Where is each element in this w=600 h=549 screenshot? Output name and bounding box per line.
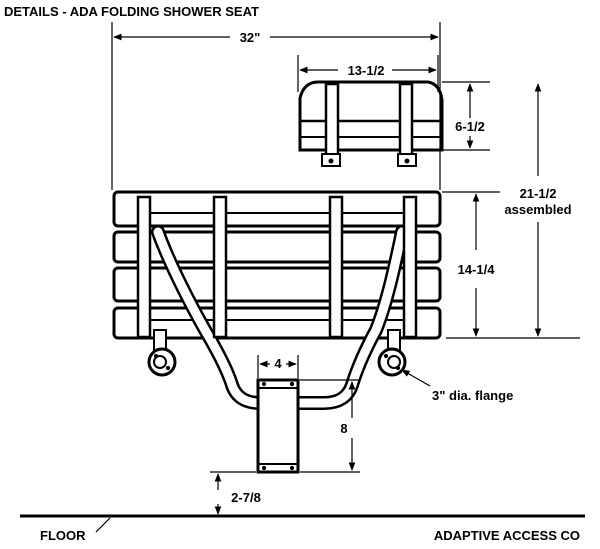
folded-width-label: 13-1/2 [348,63,385,78]
assembled-height-label: 21-1/2 [520,186,557,201]
overall-width-label: 32" [240,30,261,45]
overall-width-dimension [111,22,441,190]
seat-strap [402,195,418,339]
assembled-seat-view [112,190,442,474]
company-label: ADAPTIVE ACCESS CO [434,528,580,543]
seat-slat [112,266,442,303]
seat-strap [212,195,228,339]
support-leg-foot [256,378,300,474]
flange-callout-label: 3" dia. flange [432,388,513,403]
folded-height-dimension [440,81,490,151]
floor-clearance-dimension [210,471,256,515]
leg-height-label: 8 [340,421,347,436]
leg-width-label: 4 [274,356,282,371]
left-flange [147,329,177,377]
seat-slat [112,190,442,228]
seat-slat [112,230,442,264]
right-flange [377,329,407,377]
folded-height-label: 6-1/2 [455,119,485,134]
seat-strap [136,195,152,339]
drawing-title: DETAILS - ADA FOLDING SHOWER SEAT [4,4,259,19]
seat-depth-dimension [442,191,500,337]
flange-leader [401,369,431,387]
seat-strap [328,195,344,339]
floor-label: FLOOR [40,528,86,543]
floor-clearance-label: 2-7/8 [231,490,261,505]
assembled-height-dimension [446,83,580,339]
floor-leader [95,517,111,533]
leg-width-dimension [257,355,299,378]
assembled-note-label: assembled [504,202,571,217]
folded-seat-view [297,55,444,167]
leg-height-dimension [300,379,360,473]
seat-depth-label: 14-1/4 [458,262,496,277]
